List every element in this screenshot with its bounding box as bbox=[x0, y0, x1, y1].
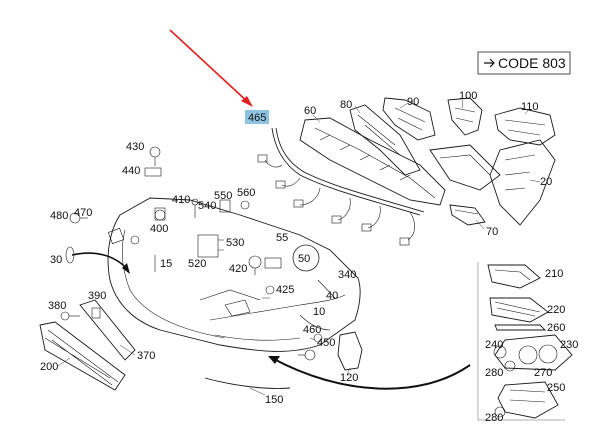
label-120: 120 bbox=[340, 372, 358, 384]
label-410: 410 bbox=[172, 194, 190, 206]
label-560: 560 bbox=[237, 187, 255, 199]
small-hardware bbox=[60, 146, 336, 361]
label-10: 10 bbox=[313, 306, 325, 318]
label-100: 100 bbox=[459, 90, 477, 102]
part-100-bracket bbox=[447, 97, 483, 136]
label-80: 80 bbox=[340, 99, 352, 111]
label-450: 450 bbox=[317, 337, 335, 349]
label-440: 440 bbox=[122, 165, 140, 177]
part-200-lower-grille bbox=[39, 321, 126, 391]
label-530: 530 bbox=[226, 237, 244, 249]
label-30: 30 bbox=[50, 254, 62, 266]
part-90-bracket bbox=[382, 97, 436, 141]
label-15: 15 bbox=[160, 258, 172, 270]
label-460: 460 bbox=[303, 324, 321, 336]
label-50: 50 bbox=[298, 253, 310, 265]
label-425: 425 bbox=[276, 284, 294, 296]
label-250: 250 bbox=[547, 382, 565, 394]
label-20: 20 bbox=[540, 176, 552, 188]
leader-lines bbox=[57, 99, 541, 396]
label-270: 270 bbox=[534, 367, 552, 379]
part-60-absorber bbox=[299, 117, 446, 206]
part-70-fog-trim bbox=[449, 204, 486, 226]
label-430: 430 bbox=[126, 141, 144, 153]
label-465: 465 bbox=[248, 112, 266, 124]
label-90: 90 bbox=[407, 96, 419, 108]
label-380: 380 bbox=[48, 300, 66, 312]
label-470: 470 bbox=[74, 207, 92, 219]
part-120-bracket bbox=[337, 331, 363, 371]
part-110-bracket bbox=[494, 107, 556, 146]
part-370-strip bbox=[79, 299, 136, 361]
part-number-labels: 60 80 90 100 110 430 440 20 550 560 410 … bbox=[40, 90, 578, 424]
label-240: 240 bbox=[485, 339, 503, 351]
label-70: 70 bbox=[486, 226, 498, 238]
label-400: 400 bbox=[150, 223, 168, 235]
label-210: 210 bbox=[545, 268, 563, 280]
red-arrow-icon bbox=[169, 29, 253, 107]
part-20-headlamp-trim bbox=[429, 139, 556, 226]
black-arrow-left-icon bbox=[71, 252, 130, 274]
label-110: 110 bbox=[521, 101, 539, 113]
label-280-a: 280 bbox=[485, 367, 503, 379]
label-220: 220 bbox=[547, 304, 565, 316]
code-803-label: CODE 803 bbox=[498, 55, 566, 71]
label-280-b: 280 bbox=[485, 412, 503, 424]
label-520: 520 bbox=[188, 258, 206, 270]
part-150-trim bbox=[204, 377, 291, 389]
label-420: 420 bbox=[229, 263, 247, 275]
label-550: 550 bbox=[214, 190, 232, 202]
wiring-harness bbox=[257, 127, 425, 246]
part-10-bumper-cover bbox=[107, 197, 361, 352]
black-arrow-bottom-icon bbox=[268, 356, 471, 390]
inset-panel bbox=[477, 262, 573, 421]
label-230: 230 bbox=[560, 339, 578, 351]
label-390: 390 bbox=[88, 290, 106, 302]
label-370: 370 bbox=[137, 350, 155, 362]
label-340: 340 bbox=[338, 269, 356, 281]
label-480: 480 bbox=[50, 210, 68, 222]
code-803-box: CODE 803 bbox=[477, 51, 571, 75]
label-150: 150 bbox=[265, 394, 283, 406]
part-465-highlight: 465 bbox=[245, 110, 269, 124]
label-40: 40 bbox=[326, 290, 338, 302]
callout-50-circle: 50 bbox=[292, 244, 320, 272]
label-260: 260 bbox=[547, 322, 565, 334]
label-200: 200 bbox=[40, 361, 58, 373]
part-80-bracket bbox=[349, 104, 421, 176]
label-60: 60 bbox=[304, 105, 316, 117]
label-55: 55 bbox=[276, 232, 288, 244]
label-540: 540 bbox=[198, 200, 216, 212]
